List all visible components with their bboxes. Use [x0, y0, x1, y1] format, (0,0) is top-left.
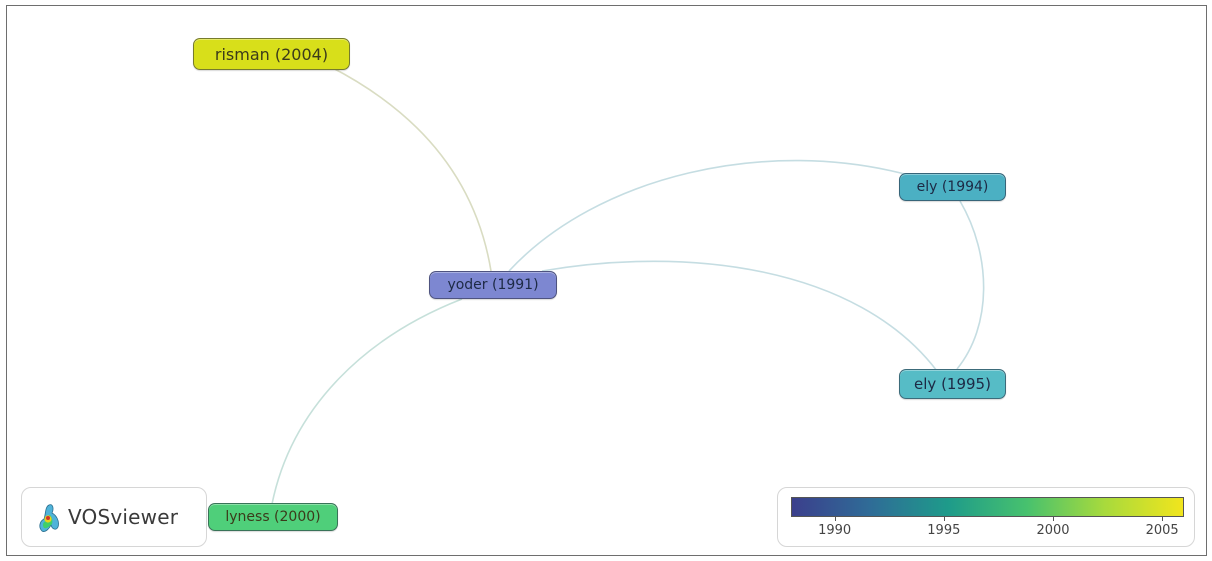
edge-yoder-lyness — [271, 298, 463, 505]
edge-risman-yoder — [328, 65, 492, 272]
legend-tick-2005 — [1162, 517, 1164, 521]
legend-tick-1995 — [943, 517, 945, 521]
edge-yoder-ely1994 — [508, 159, 913, 272]
legend-tick-label-1990: 1990 — [818, 523, 852, 538]
node-ely-1994[interactable]: ely (1994) — [899, 173, 1006, 201]
network-canvas[interactable]: risman (2004) yoder (1991) ely (1994) el… — [6, 5, 1207, 556]
edge-yoder-ely1995 — [541, 260, 938, 372]
node-risman-2004[interactable]: risman (2004) — [193, 38, 350, 70]
legend-tick-label-2000: 2000 — [1036, 523, 1070, 538]
legend-tick-label-2005: 2005 — [1145, 523, 1179, 538]
edge-ely1994-ely1995 — [956, 200, 985, 370]
node-yoder-1991[interactable]: yoder (1991) — [429, 271, 557, 299]
node-ely-1995[interactable]: ely (1995) — [899, 369, 1006, 399]
legend-tick-2000 — [1053, 517, 1054, 521]
vosviewer-logo: VOSviewer — [21, 487, 207, 547]
vosviewer-logo-text: VOSviewer — [68, 505, 179, 529]
node-lyness-2000[interactable]: lyness (2000) — [208, 503, 338, 531]
vosviewer-icon — [39, 504, 59, 532]
legend-tick-label-1995: 1995 — [927, 523, 961, 538]
legend-tick-1990 — [834, 517, 836, 521]
year-color-legend: 1990 1995 2000 2005 — [777, 487, 1195, 547]
edges-layer — [271, 65, 985, 505]
legend-gradient-bar — [791, 497, 1184, 517]
